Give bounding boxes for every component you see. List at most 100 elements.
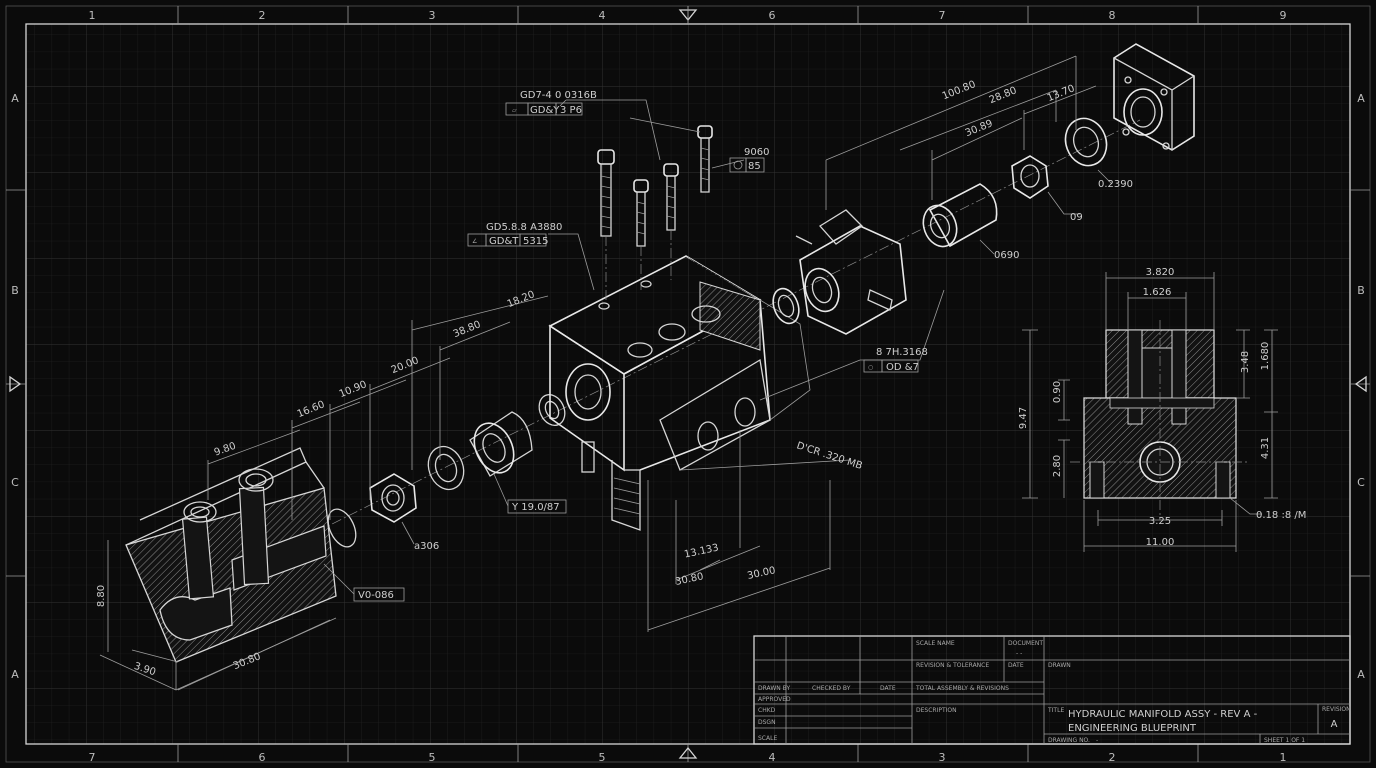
sect-height-4: 0.90 — [1052, 381, 1063, 403]
tb-revision-label: REVISION — [1322, 706, 1351, 713]
valve-body — [772, 209, 907, 335]
tb-scale-label: SCALE — [758, 735, 777, 742]
zone-bottom-4: 5 — [599, 751, 606, 764]
tb-check-label: CHKD — [758, 707, 776, 714]
bolt-4 — [697, 125, 713, 193]
section-dims: 3.820 1.626 3.48 1.680 9.47 0.90 2.80 4.… — [1018, 267, 1306, 552]
section-view — [1070, 320, 1250, 520]
callout-nut-label: 0.2390 — [1098, 179, 1133, 190]
zone-left-4: A — [11, 668, 19, 681]
tb-doc-label: DOCUMENT — [1008, 640, 1043, 647]
callout-ring-label: a306 — [414, 541, 439, 552]
angularity-icon: ∠ — [472, 238, 477, 245]
bolts-group — [597, 125, 713, 300]
manifold-block — [548, 255, 811, 531]
base-block-section — [99, 447, 337, 691]
tb-col-b: CHECKED BY — [812, 685, 851, 692]
callout-bolt-right-b: 85 — [748, 161, 761, 172]
tb-title-label: TITLE — [1047, 707, 1064, 714]
callout-manifold: GD5.8.8 A3880 ∠ GD&T 5315 — [467, 222, 595, 291]
zone-bottom-6: 3 — [939, 751, 946, 764]
callout-bolt-top-a: GD7-4 0 0316B — [520, 90, 597, 101]
zone-bottom-3: 5 — [429, 751, 436, 764]
sect-height-1: 3.48 — [1240, 351, 1251, 373]
sect-height-2: 1.680 — [1260, 342, 1271, 371]
position-icon — [733, 160, 743, 170]
sect-height-5: 2.80 — [1052, 455, 1063, 477]
tb-total-label: TOTAL ASSEMBLY & REVISIONS — [915, 685, 1009, 692]
zone-bottom-2: 6 — [259, 751, 266, 764]
zone-labels-bottom: 7 6 5 5 4 3 2 1 — [89, 751, 1287, 764]
tb-col-a: DRAWN BY — [758, 685, 790, 692]
tb-dsgn-label: DSGN — [758, 719, 776, 726]
callout-bolt-right: 9060 85 — [711, 147, 769, 173]
sect-base-1: 3.25 — [1149, 516, 1171, 527]
callout-fitting-box: Y 19.0/87 — [511, 502, 560, 513]
zone-left-3: C — [11, 476, 19, 489]
callout-port-a: 8 7H.3168 — [876, 347, 928, 358]
zone-bottom-1: 7 — [89, 751, 96, 764]
title-block: SCALE NAME DOCUMENT - - REVISION & TOLER… — [753, 635, 1351, 745]
callout-manifold-b: GD&T — [489, 236, 519, 247]
zone-bottom-7: 2 — [1109, 751, 1116, 764]
circularity-icon: ○ — [868, 364, 873, 371]
tb-sheet-label: SHEET 1 OF 1 — [1264, 737, 1305, 744]
sect-callout: 0.18 :8 /M — [1256, 510, 1306, 521]
sect-width-1: 3.820 — [1146, 267, 1175, 278]
tb-date-label: DATE — [1008, 662, 1024, 669]
zone-top-2: 2 — [259, 9, 266, 22]
zone-right-3: C — [1357, 476, 1365, 489]
zone-top-1: 1 — [89, 9, 96, 22]
zone-right-2: B — [1357, 284, 1365, 297]
zone-left-2: B — [11, 284, 19, 297]
zone-labels-sides: A B C A A B C A — [11, 92, 1365, 681]
tb-doc-no-value: - — [1096, 737, 1098, 744]
tb-title-line1: HYDRAULIC MANIFOLD ASSY - REV A - — [1068, 709, 1258, 720]
zone-labels-top: 1 2 3 4 6 7 8 9 — [89, 9, 1287, 22]
tb-rev-label: REVISION & TOLERANCE — [916, 662, 989, 669]
dim-13: 8.80 — [96, 585, 107, 607]
tb-title-line2: ENGINEERING BLUEPRINT — [1068, 723, 1197, 734]
zone-right-1: A — [1357, 92, 1365, 105]
callout-seal-label: 0690 — [994, 250, 1019, 261]
sect-width-2: 1.626 — [1143, 287, 1172, 298]
zone-top-7: 8 — [1109, 9, 1116, 22]
callout-port-b: OD &7 — [886, 362, 919, 373]
drawing-border — [5, 5, 1371, 763]
flatness-icon: ▱ — [512, 107, 517, 114]
tb-revision-value: A — [1331, 719, 1338, 730]
callout-base: V0-086 — [323, 563, 405, 602]
callout-bolt-right-a: 9060 — [744, 147, 769, 158]
tb-doc-value: - - — [1016, 650, 1022, 657]
tb-col-c: DATE — [880, 685, 896, 692]
tb-sheet-name-label: SCALE NAME — [916, 640, 955, 647]
tb-approved-label: APPROVED — [758, 696, 791, 703]
zone-top-4: 4 — [599, 9, 606, 22]
callout-manifold-a: GD5.8.8 A3880 — [486, 222, 562, 233]
callout-fitting: Y 19.0/87 — [493, 473, 567, 514]
zone-top-3: 3 — [429, 9, 436, 22]
sect-height-6: 4.31 — [1260, 437, 1271, 459]
tb-drawn-label: DRAWN — [1048, 662, 1071, 669]
callout-bolt-top-b: GD&Y — [530, 105, 560, 116]
callout-washer-label: 09 — [1070, 212, 1083, 223]
chain-parts-right — [922, 43, 1195, 248]
callout-manifold-c: 5315 — [523, 236, 548, 247]
zone-top-8: 9 — [1280, 9, 1287, 22]
callout-bolts-top: GD7-4 0 0316B ▱ GD&Y 3 P6 — [505, 90, 701, 161]
zone-top-5: 6 — [769, 9, 776, 22]
sect-height-3: 9.47 — [1018, 407, 1029, 429]
tb-doc-no-label: DRAWING NO. — [1048, 737, 1090, 744]
chain-parts-left — [327, 393, 566, 548]
zone-bottom-8: 1 — [1280, 751, 1287, 764]
callout-base-box: V0-086 — [358, 590, 394, 601]
tb-description-label: DESCRIPTION — [916, 707, 957, 714]
zone-left-1: A — [11, 92, 19, 105]
sect-base-2: 11.00 — [1146, 537, 1175, 548]
callout-port: 8 7H.3168 ○ OD &7 — [759, 289, 945, 401]
zone-right-4: A — [1357, 668, 1365, 681]
zone-bottom-5: 4 — [769, 751, 776, 764]
zone-top-6: 7 — [939, 9, 946, 22]
callout-bolt-top-c: 3 P6 — [560, 105, 582, 116]
